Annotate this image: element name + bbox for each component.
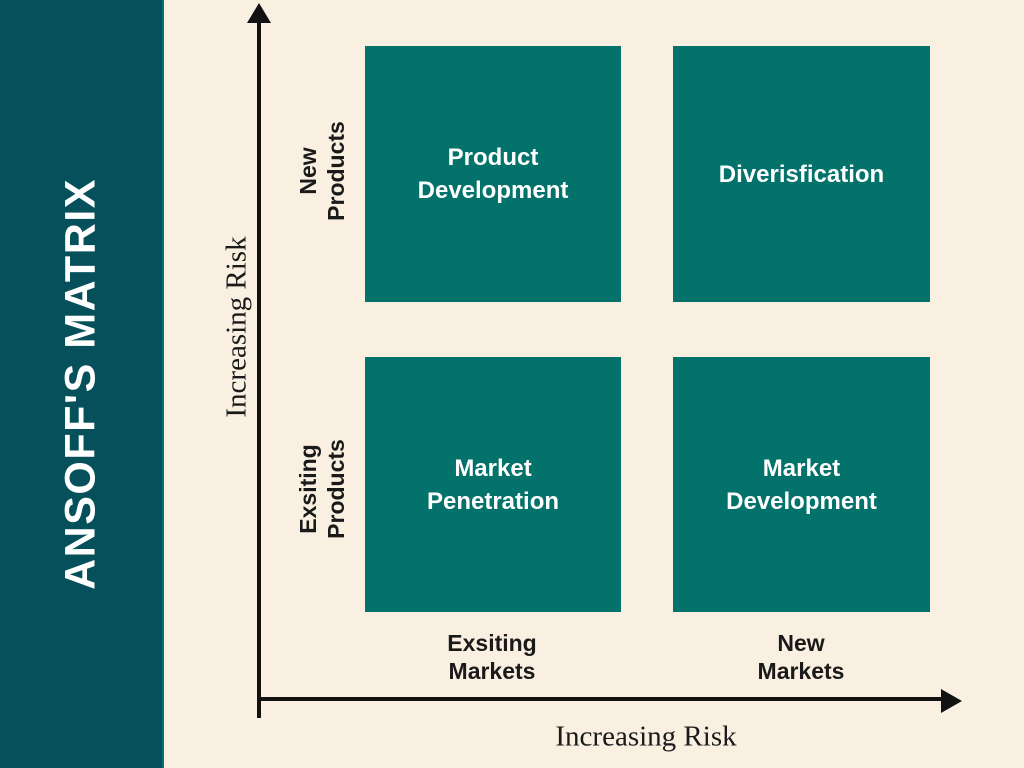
page-title: ANSOFF'S MATRIX (56, 178, 105, 590)
quadrant-diverisfication: Diverisfication (673, 46, 930, 302)
quadrant-market-penetration: Market Penetration (365, 357, 621, 612)
x-axis-category-exsiting-markets: Exsiting Markets (447, 630, 537, 684)
x-axis-label: Increasing Risk (555, 720, 737, 753)
x-axis-category-new-markets: New Markets (757, 630, 845, 684)
y-axis-category-new-products: New Products (295, 121, 349, 221)
y-axis-line (257, 20, 261, 718)
quadrant-product-development: Product Development (365, 46, 621, 302)
quadrant-label: Product Development (417, 144, 569, 204)
sidebar: ANSOFF'S MATRIX (0, 0, 164, 768)
quadrant-label: Market Penetration (426, 454, 560, 515)
quadrant-label: Market Development (726, 454, 877, 515)
y-axis-arrow-icon (247, 3, 271, 23)
x-axis-line (257, 697, 945, 701)
y-axis-label: Increasing Risk (220, 236, 253, 418)
quadrant-label: Diverisfication (718, 160, 885, 188)
quadrant-market-development: Market Development (673, 357, 930, 612)
y-axis-category-exsiting-products: Exsiting Products (295, 439, 349, 539)
x-axis-arrow-icon (941, 689, 962, 713)
